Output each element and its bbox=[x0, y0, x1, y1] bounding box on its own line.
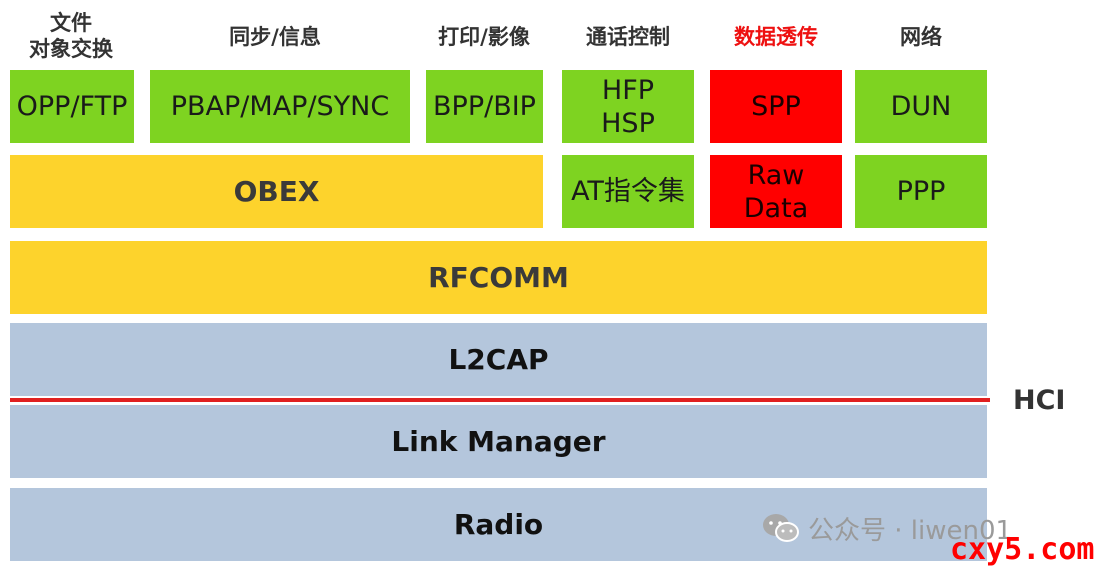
hci-label: HCI bbox=[1013, 385, 1066, 416]
profile-hfp-hsp: HFP HSP bbox=[562, 70, 694, 143]
layer-ppp: PPP bbox=[855, 155, 987, 228]
header-print: 打印/影像 bbox=[438, 25, 530, 49]
profile-bpp-bip: BPP/BIP bbox=[426, 70, 543, 143]
header-file-transfer: 文件 对象交换 bbox=[29, 11, 113, 61]
layer-link-manager: Link Manager bbox=[10, 405, 987, 478]
header-network: 网络 bbox=[900, 25, 942, 49]
header-sync: 同步/信息 bbox=[229, 25, 321, 49]
layer-raw-data: Raw Data bbox=[710, 155, 842, 228]
header-call-control: 通话控制 bbox=[586, 25, 670, 49]
layer-l2cap: L2CAP bbox=[10, 323, 987, 396]
layer-radio: Radio bbox=[10, 488, 987, 561]
layer-at-commands: AT指令集 bbox=[562, 155, 694, 228]
hci-divider-line bbox=[10, 398, 990, 402]
layer-rfcomm: RFCOMM bbox=[10, 241, 987, 314]
wechat-icon bbox=[763, 514, 799, 542]
profile-opp-ftp: OPP/FTP bbox=[10, 70, 134, 143]
layer-obex: OBEX bbox=[10, 155, 543, 228]
watermark: 公众号 · liwen01 bbox=[762, 508, 1052, 548]
profile-dun: DUN bbox=[855, 70, 987, 143]
watermark-text: 公众号 · liwen01 bbox=[808, 515, 1013, 546]
profile-pbap-map-sync: PBAP/MAP/SYNC bbox=[150, 70, 410, 143]
profile-spp: SPP bbox=[710, 70, 842, 143]
header-data-passthrough: 数据透传 bbox=[734, 25, 818, 49]
brand-watermark: cxy5.com bbox=[950, 532, 1095, 567]
